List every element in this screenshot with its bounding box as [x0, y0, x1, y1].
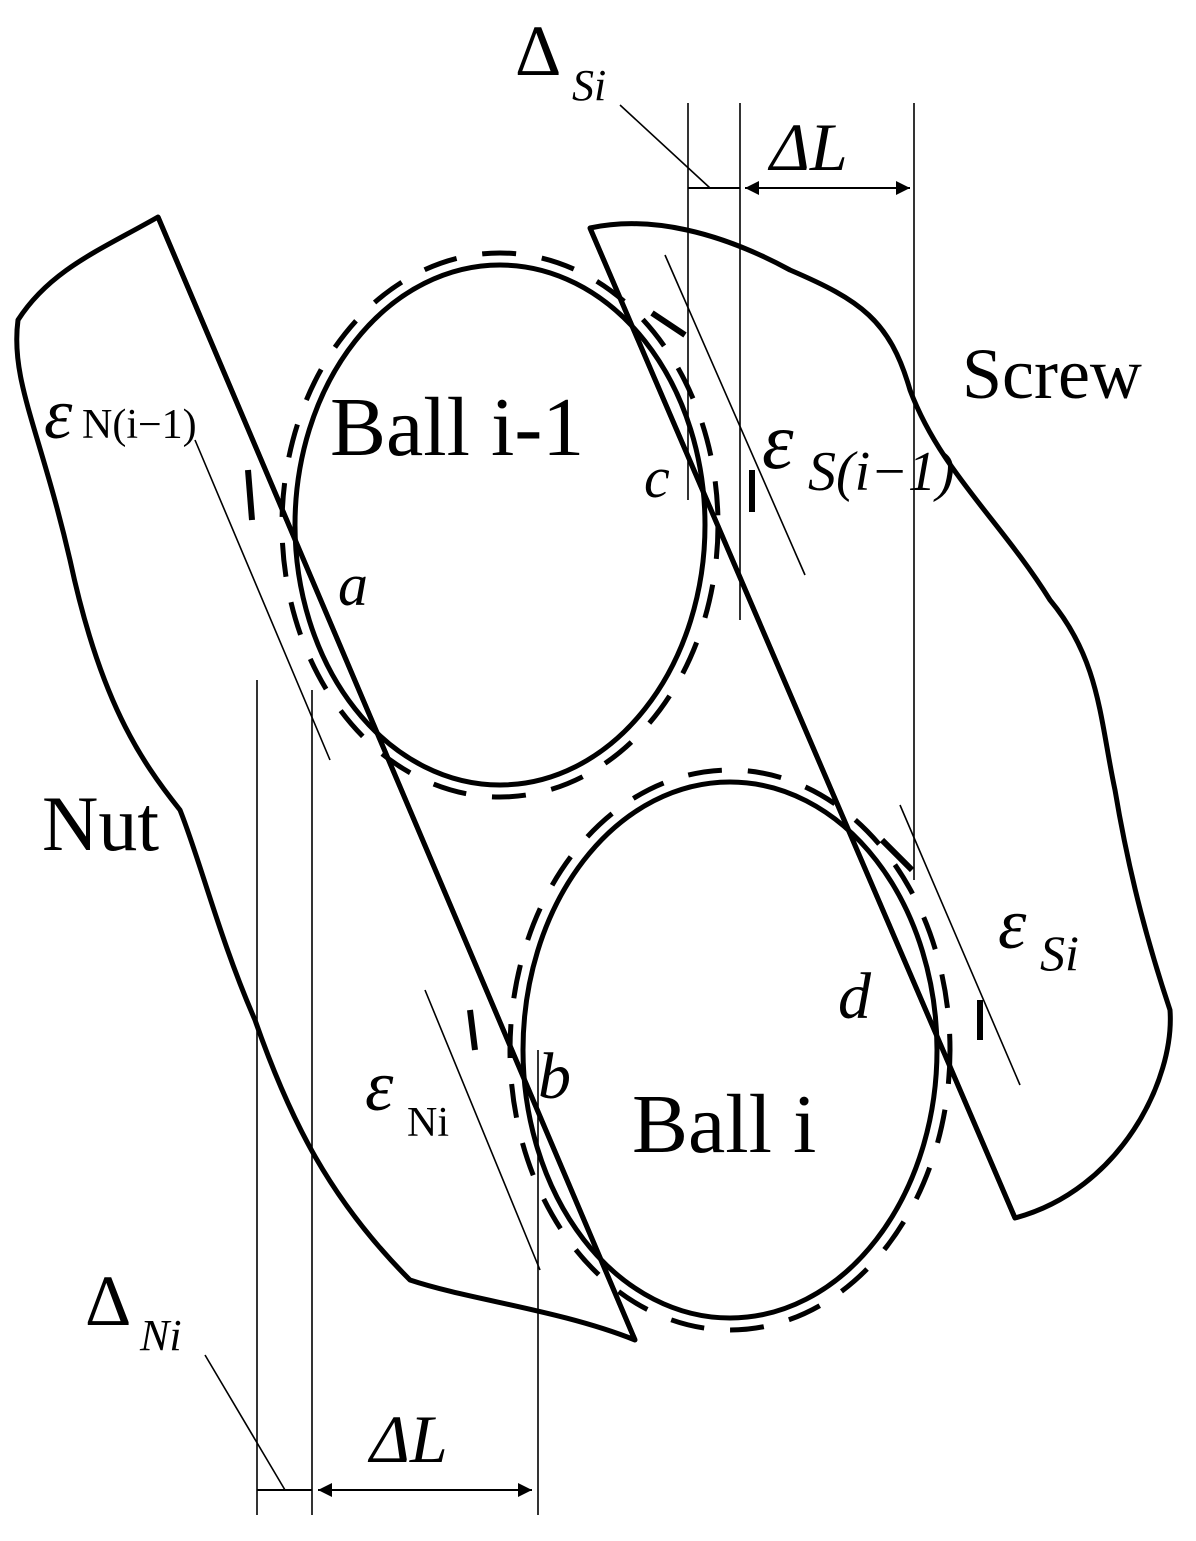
nut-body — [14, 214, 638, 1343]
eps-s-prev-subscript: S(i−1) — [808, 441, 955, 503]
eps-ni-symbol: ε — [365, 1046, 394, 1126]
eps-ni-leader — [424, 989, 541, 1271]
contact-d-label: d — [838, 960, 872, 1033]
contact-b-label: b — [538, 1040, 571, 1113]
delta-ni-leader — [204, 1354, 286, 1491]
ball-prev — [292, 262, 708, 788]
eps-n-prev-symbol: ε — [44, 374, 73, 454]
eps-si-leader — [899, 804, 1021, 1086]
ball-prev-label: Ball i-1 — [330, 381, 584, 474]
def-mark-1 — [650, 310, 687, 338]
contact-a-label: a — [338, 552, 368, 618]
screw-flank — [587, 227, 1018, 1219]
contact-c-label: c — [644, 445, 670, 510]
ball-i-label: Ball i — [632, 1078, 816, 1171]
delta-l-top-label: ΔL — [767, 109, 848, 185]
eps-s-prev-symbol: ε — [762, 398, 794, 486]
ball-i-dashed-outline — [507, 767, 953, 1333]
nut-label: Nut — [42, 780, 159, 867]
eps-n-prev-leader — [194, 439, 331, 761]
screw-label: Screw — [962, 334, 1142, 414]
eps-s-prev-leader — [664, 254, 806, 576]
delta-si-symbol: Δ — [515, 11, 561, 91]
nut-flank — [155, 216, 638, 1341]
delta-ni-subscript: Ni — [139, 1311, 182, 1360]
ball-i — [520, 779, 940, 1321]
eps-n-prev-subscript: N(i−1) — [82, 402, 197, 448]
eps-si-subscript: Si — [1040, 925, 1079, 981]
def-mark-6 — [467, 1009, 478, 1051]
delta-si-subscript: Si — [572, 61, 606, 110]
ball-prev-dashed-outline — [279, 250, 721, 800]
delta-ni-symbol: Δ — [85, 1261, 131, 1341]
def-mark-3 — [879, 837, 915, 873]
screw-body — [587, 221, 1173, 1221]
eps-si-symbol: ε — [998, 884, 1027, 964]
def-mark-5 — [245, 469, 255, 521]
delta-l-bottom-label: ΔL — [367, 1401, 448, 1477]
eps-ni-subscript: Ni — [407, 1100, 449, 1146]
delta-si-leader — [619, 104, 711, 189]
